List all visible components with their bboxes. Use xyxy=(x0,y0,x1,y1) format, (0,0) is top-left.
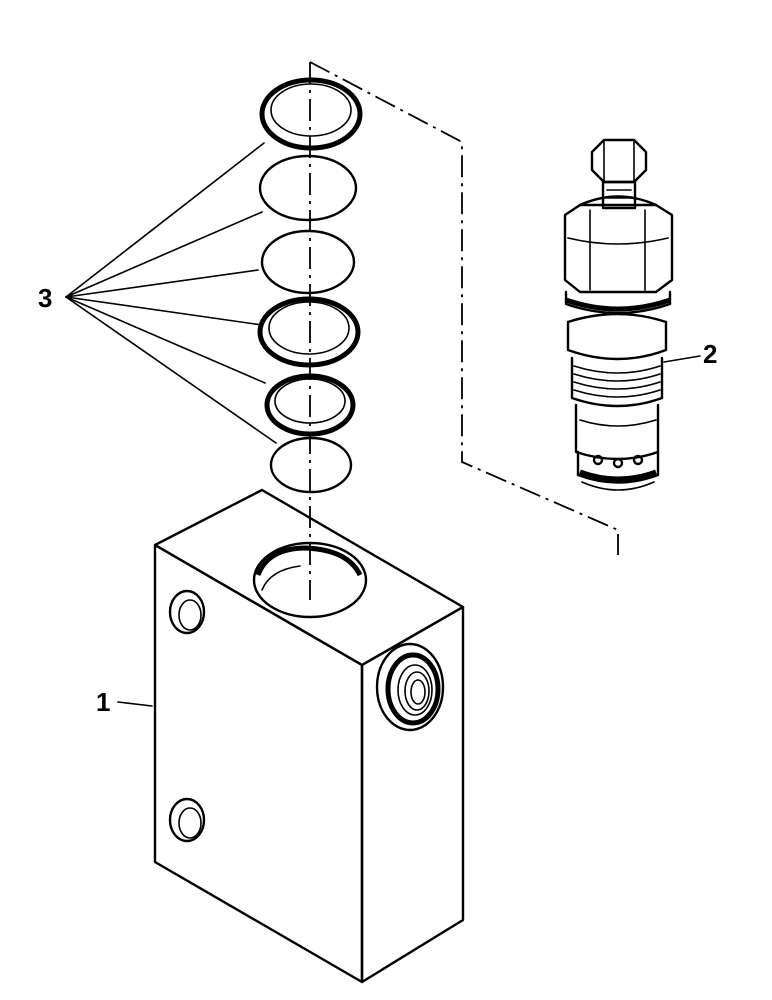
cartridge-valve-icon xyxy=(563,138,701,491)
leader-line-item-1 xyxy=(117,701,153,707)
callout-item-1: 1 xyxy=(96,687,111,717)
seal-ring-icon xyxy=(257,296,361,368)
seal-ring-stack xyxy=(257,77,363,494)
leader-lines-item-3 xyxy=(65,142,277,444)
valve-body-icon xyxy=(153,488,465,984)
seal-ring-icon xyxy=(259,77,363,151)
callout-item-2: 2 xyxy=(703,339,718,369)
callout-item-3: 3 xyxy=(38,283,53,313)
seal-ring-icon xyxy=(269,436,353,494)
top-port-bore xyxy=(252,541,368,619)
assembly-centerlines xyxy=(309,61,619,600)
seal-ring-icon xyxy=(258,154,358,222)
mounting-hole-icon xyxy=(168,797,206,843)
seal-ring-icon xyxy=(260,229,356,295)
seal-ring-icon xyxy=(264,373,356,437)
thread-section xyxy=(570,356,664,408)
side-threaded-port xyxy=(375,642,445,732)
mounting-hole-icon xyxy=(168,589,206,635)
